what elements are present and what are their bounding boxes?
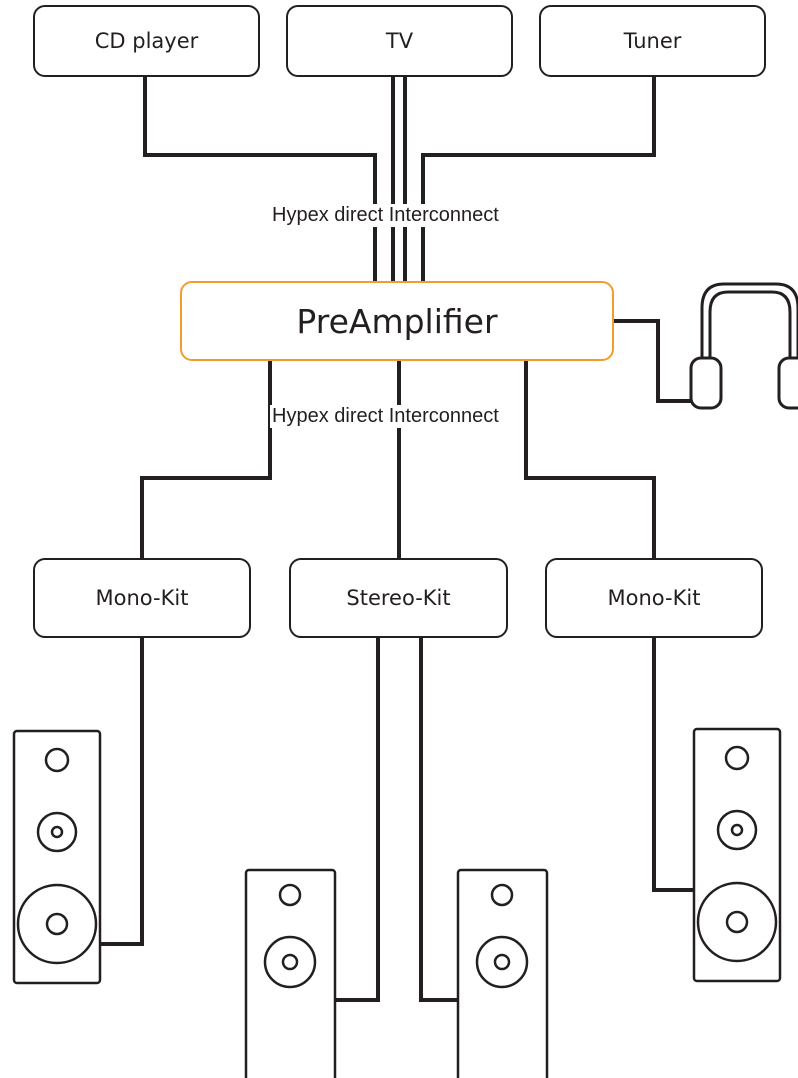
amplifier-mono-right: Mono-Kit	[545, 558, 763, 638]
cable-speaker-center-left	[335, 637, 380, 1002]
source-label: CD player	[94, 29, 199, 53]
source-label: TV	[385, 29, 414, 53]
preamplifier: PreAmplifier	[180, 281, 614, 361]
source-label: Tuner	[623, 29, 682, 53]
amplifier-label: Mono-Kit	[607, 586, 701, 610]
cable-speaker-center-right	[419, 637, 458, 1002]
source-tv: TV	[286, 5, 513, 77]
amplifier-label: Stereo-Kit	[346, 586, 451, 610]
cable-headphones	[613, 319, 700, 403]
amplifier-label: Mono-Kit	[95, 586, 189, 610]
source-cd-player: CD player	[33, 5, 260, 77]
source-tuner: Tuner	[539, 5, 766, 77]
cable-speaker-left	[100, 637, 144, 946]
interconnect-bottom-label: Hypex direct Interconnect	[270, 405, 501, 428]
interconnect-top-label: Hypex direct Interconnect	[270, 204, 501, 227]
amplifier-mono-left: Mono-Kit	[33, 558, 251, 638]
preamplifier-label: PreAmplifier	[296, 301, 498, 341]
amplifier-stereo: Stereo-Kit	[289, 558, 508, 638]
cable-mono-right	[524, 361, 656, 560]
cable-speaker-right	[652, 637, 694, 892]
